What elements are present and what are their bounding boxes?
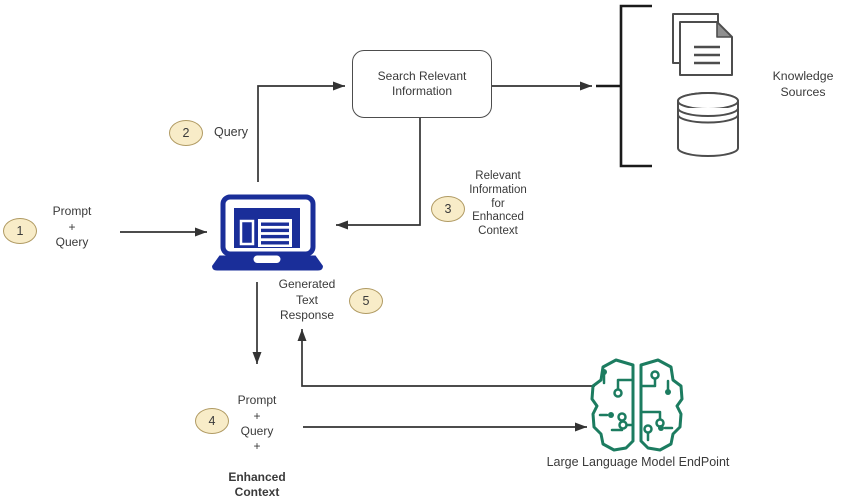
- relevant-info-label: Relevant Information for Enhanced Contex…: [469, 170, 527, 238]
- prompt-query-plus-text: Prompt + Query +: [237, 393, 277, 454]
- step-badge-2: 2: [169, 120, 203, 146]
- knowledge-bracket: [619, 4, 652, 168]
- circuit-brain-icon: [590, 358, 684, 452]
- documents-icon: [672, 13, 733, 76]
- knowledge-sources-label: Knowledge Sources: [772, 69, 834, 99]
- search-relevant-information-node: Search Relevant Information: [352, 50, 492, 118]
- step-badge-1: 1: [3, 218, 37, 244]
- search-node-label: Search Relevant Information: [377, 68, 467, 99]
- generated-response-label: Generated Text Response: [278, 277, 336, 322]
- connector-llm-response-return: [297, 329, 595, 387]
- connector-info-to-laptop: [336, 118, 421, 230]
- prompt-query-label: Prompt + Query: [52, 204, 92, 249]
- query-label: Query: [213, 125, 249, 139]
- laptop-icon: [212, 194, 323, 271]
- step-badge-4: 4: [195, 408, 229, 434]
- connector-query-to-searchbox: [257, 81, 345, 182]
- enhanced-context-bold-text: Enhanced Context: [228, 469, 286, 500]
- step-badge-3: 3: [431, 196, 465, 222]
- step-badge-5: 5: [349, 288, 383, 314]
- prompt-enhanced-context-label: Prompt + Query + Enhanced Context: [217, 378, 297, 500]
- llm-endpoint-label: Large Language Model EndPoint: [546, 455, 730, 469]
- database-icon: [677, 92, 739, 157]
